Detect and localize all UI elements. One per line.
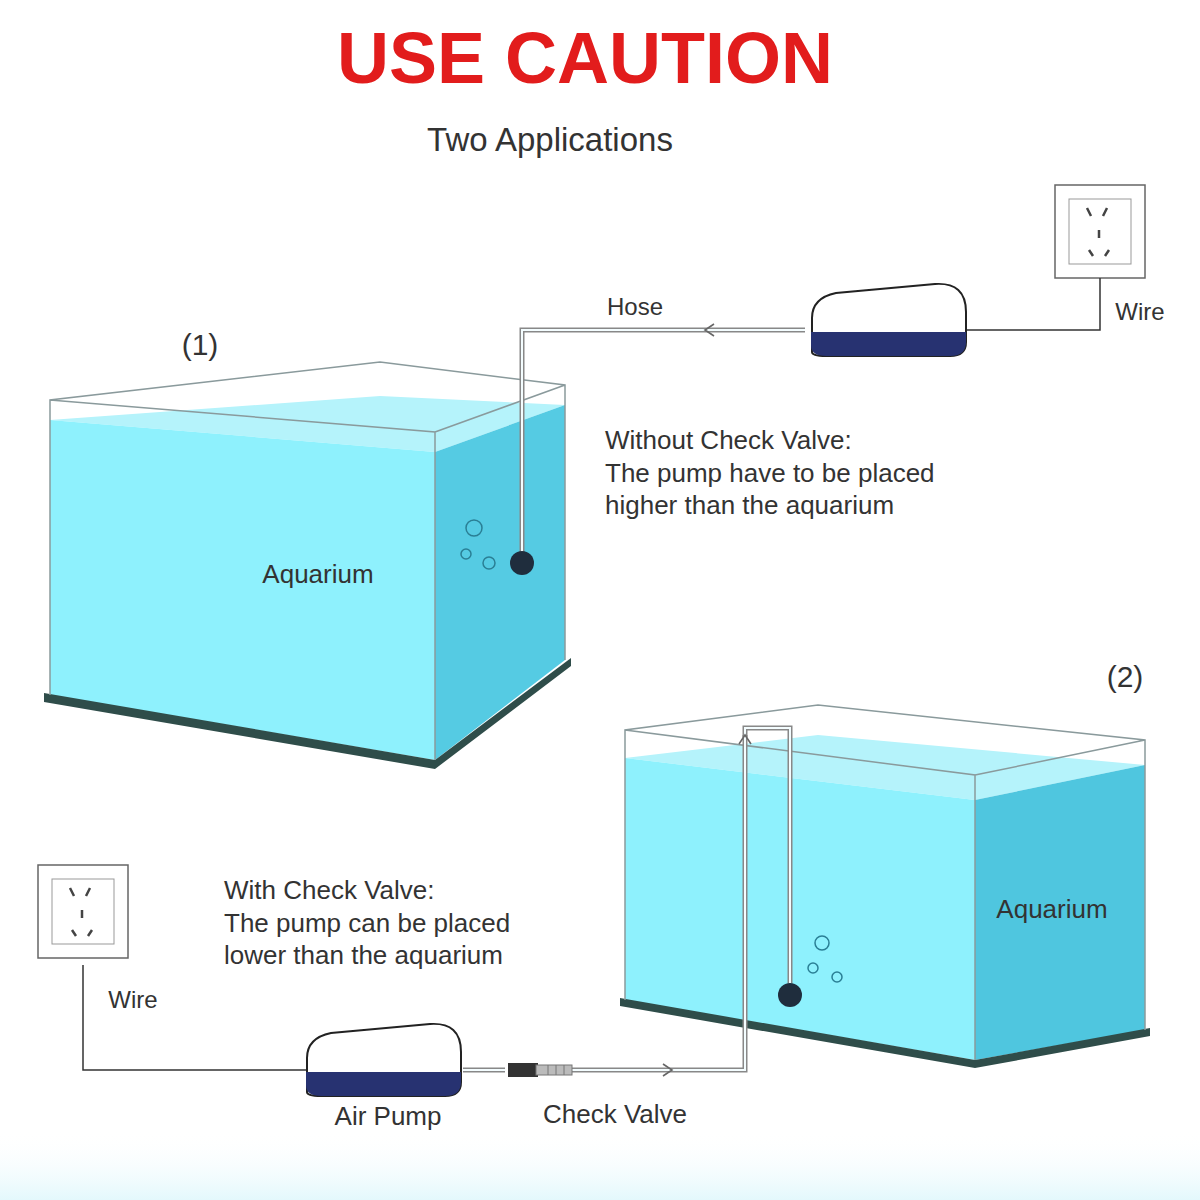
outlet-symbol <box>1055 185 1145 278</box>
power-wire <box>966 278 1100 330</box>
wire-label: Wire <box>108 986 157 1015</box>
node-label: Air Pump <box>335 1101 442 1132</box>
wire-label: Wire <box>1115 298 1164 327</box>
main-title: USE CAUTION <box>337 15 833 101</box>
hose-label: Hose <box>607 293 663 322</box>
node-label: Aquarium <box>262 559 373 590</box>
note-heading: With Check Valve: <box>224 875 434 906</box>
air-stone <box>778 983 802 1007</box>
aquarium-tank-drawing <box>620 705 1150 1068</box>
air-pump: Air Pump <box>300 1022 463 1135</box>
subtitle: Two Applications <box>427 120 673 160</box>
callout-number: (1) <box>182 327 219 363</box>
outlet-symbol <box>38 865 128 958</box>
power-wire <box>83 965 307 1070</box>
bubbles <box>461 520 842 982</box>
note-body: The pump have to be placed higher than t… <box>605 457 985 521</box>
air-stone <box>510 551 534 575</box>
aquarium-tank: Aquarium <box>50 400 435 760</box>
floor-band <box>0 1130 1200 1200</box>
note-body: The pump can be placed lower than the aq… <box>224 907 554 971</box>
hose-connector <box>700 735 751 1070</box>
callout-number: (2) <box>1107 659 1144 695</box>
node-label: Check Valve <box>543 1099 687 1130</box>
air-hose <box>572 728 790 1076</box>
node-label: Aquarium <box>996 894 1107 925</box>
air-pump-drawing <box>811 284 966 356</box>
air-pump-drawing <box>306 1024 461 1096</box>
check-valve-drawing <box>508 1063 572 1077</box>
hose-connector <box>463 1070 505 1071</box>
note-heading: Without Check Valve: <box>605 425 852 456</box>
aquarium-tank-drawing <box>44 362 571 769</box>
check-valve: Check Valve <box>505 1058 700 1135</box>
aquarium-tank: Aquarium <box>625 735 1145 1060</box>
